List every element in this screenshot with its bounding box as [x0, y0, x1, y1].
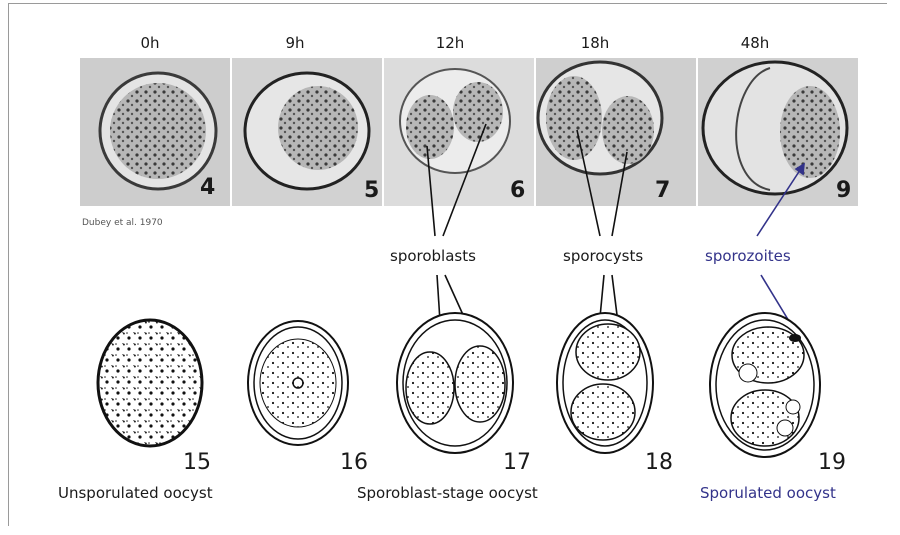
- caption-sporulated-oocyst: Sporulated oocyst: [700, 484, 836, 502]
- photo-number-5: 5: [364, 178, 379, 203]
- photo-oocyst-12h: [400, 69, 510, 173]
- citation: Dubey et al. 1970: [82, 218, 163, 228]
- drawing-oocyst-sporocysts: [557, 313, 653, 453]
- drawing-oocyst-unsporulated: [98, 320, 202, 446]
- drawing-oocyst-sporulated: [710, 313, 820, 457]
- caption-unsporulated-oocyst: Unsporulated oocyst: [58, 484, 213, 502]
- drawing-number-15: 15: [183, 450, 211, 475]
- photo-number-7: 7: [655, 178, 670, 203]
- drawing-oocyst-sporoblast-stage: [397, 313, 513, 453]
- photo-oocyst-9h: [245, 73, 369, 189]
- drawing-number-18: 18: [645, 450, 673, 475]
- drawing-number-19: 19: [818, 450, 846, 475]
- caption-sporoblast-stage-oocyst: Sporoblast-stage oocyst: [357, 484, 538, 502]
- label-sporoblasts: sporoblasts: [390, 247, 476, 265]
- photo-oocyst-18h: [538, 62, 662, 174]
- photo-number-9: 9: [836, 178, 851, 203]
- photo-oocyst-48h: [703, 62, 847, 194]
- label-sporocysts: sporocysts: [563, 247, 643, 265]
- label-sporozoites: sporozoites: [705, 247, 791, 265]
- drawing-oocyst-16: [248, 321, 348, 445]
- drawing-number-17: 17: [503, 450, 531, 475]
- photo-number-6: 6: [510, 178, 525, 203]
- drawing-number-16: 16: [340, 450, 368, 475]
- photo-number-4: 4: [200, 175, 215, 200]
- photo-oocyst-0h: [100, 73, 216, 189]
